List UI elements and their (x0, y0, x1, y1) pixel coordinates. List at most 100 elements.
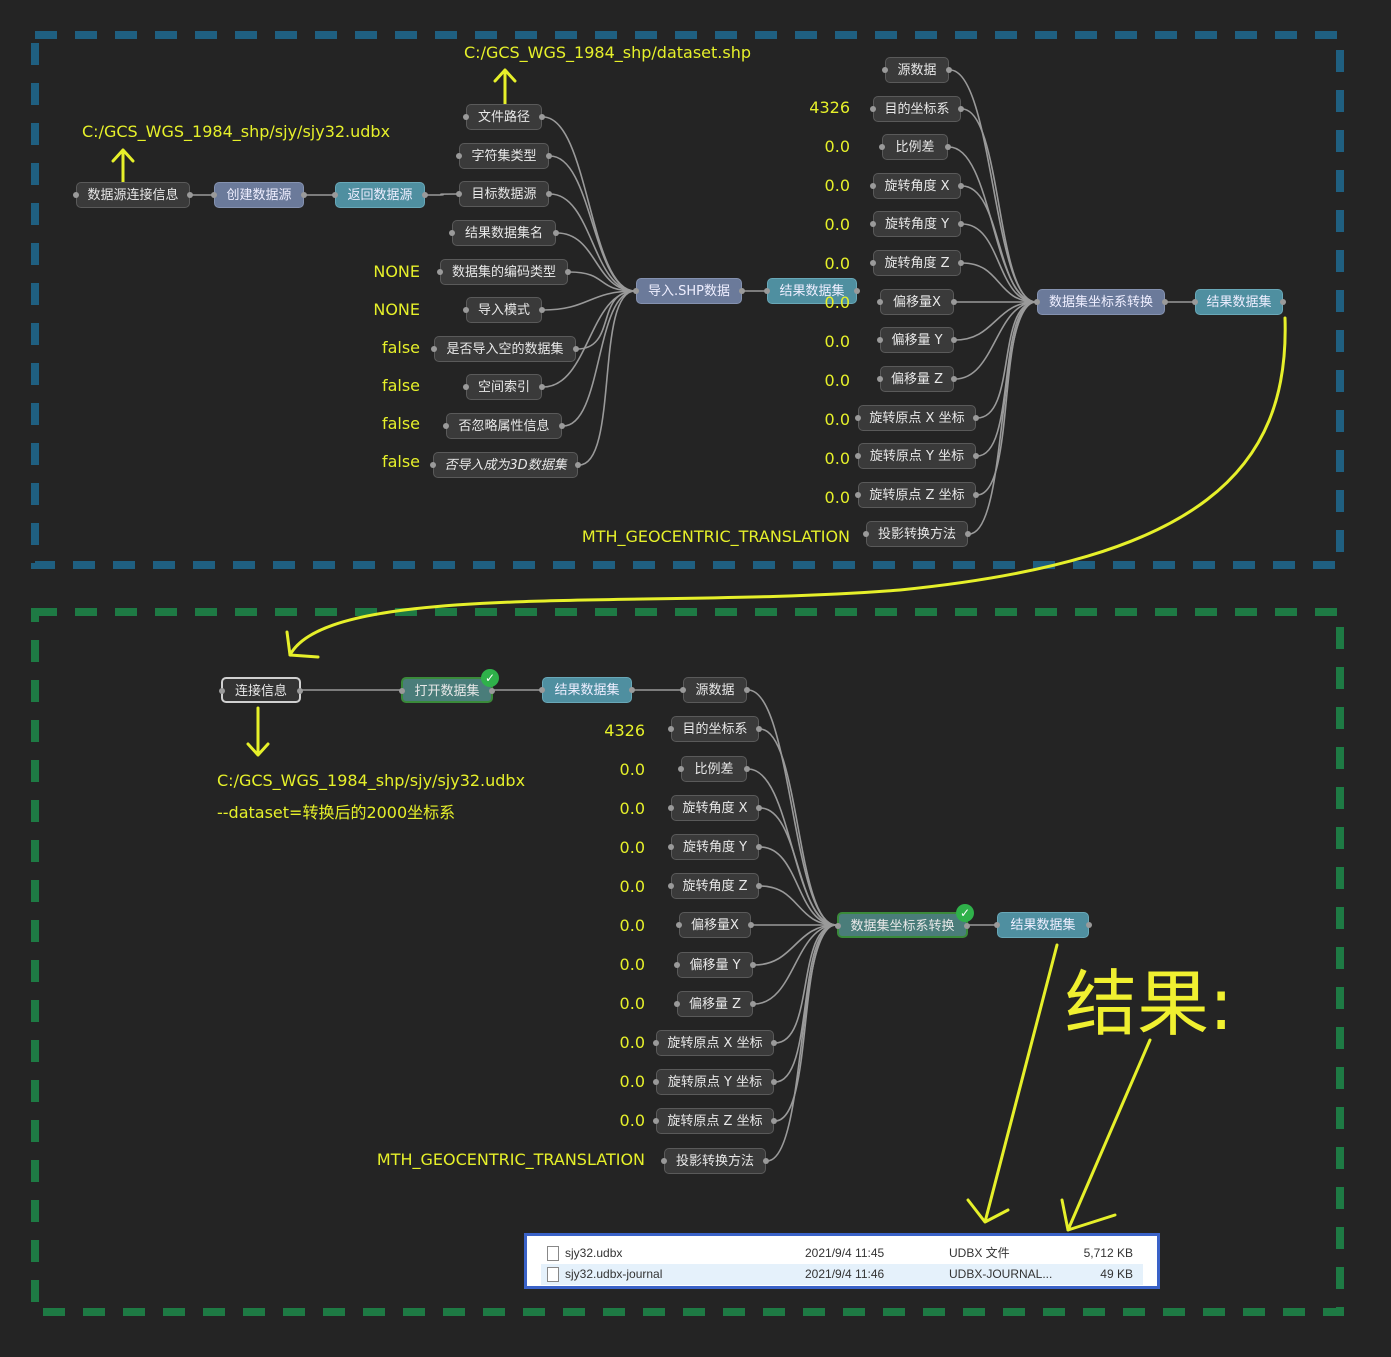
node-origin-y-2[interactable]: 旋转原点 Y 坐标 (653, 1069, 777, 1095)
file-icon (547, 1267, 559, 1282)
node-label: 旋转原点 X 坐标 (869, 411, 965, 426)
file-size: 5,712 KB (1083, 1246, 1133, 1260)
node-create-datasource[interactable]: 创建数据源 (211, 182, 307, 208)
node-offset-z[interactable]: 偏移量 Z (877, 366, 957, 392)
node-label: 旋转角度 Y (884, 217, 950, 232)
node-dataset-cs-convert[interactable]: 数据集坐标系转换 (1034, 289, 1168, 315)
node-origin-x[interactable]: 旋转原点 X 坐标 (855, 405, 979, 431)
node-encode-type[interactable]: 数据集的编码类型 (437, 259, 571, 285)
node-offset-y-2[interactable]: 偏移量 Y (674, 952, 756, 978)
value-origin-z-2: 0.0 (619, 1111, 645, 1130)
node-rotation-z-2[interactable]: 旋转角度 Z (668, 873, 762, 899)
result-label: 结果: (1065, 962, 1234, 1046)
node-label: 旋转原点 X 坐标 (667, 1036, 763, 1051)
node-offset-x-2[interactable]: 偏移量X (676, 912, 754, 938)
file-row[interactable]: sjy32.udbx-journal 2021/9/4 11:46 UDBX-J… (541, 1264, 1143, 1285)
node-import-3d[interactable]: 否导入成为3D数据集 (430, 452, 581, 478)
connection-wire (976, 301, 1037, 457)
node-rotation-x-2[interactable]: 旋转角度 X (668, 795, 762, 821)
bottom-frame (31, 608, 1344, 1316)
connection-wire (562, 290, 636, 427)
node-label: 旋转原点 Z 坐标 (869, 488, 965, 503)
node-rotation-y[interactable]: 旋转角度 Y (870, 211, 964, 237)
node-target-datasource[interactable]: 目标数据源 (456, 181, 552, 207)
file-size: 49 KB (1100, 1267, 1133, 1281)
node-label: 结果数据集 (779, 284, 845, 299)
value-offset-y-2: 0.0 (619, 955, 645, 974)
node-origin-x-2[interactable]: 旋转原点 X 坐标 (653, 1030, 777, 1056)
node-source-data-2[interactable]: 源数据 (680, 677, 750, 703)
value-origin-y: 0.0 (824, 449, 850, 468)
node-connection-info[interactable]: 连接信息 (219, 677, 303, 703)
connection-wire (753, 924, 837, 1005)
connection-wire (576, 290, 636, 350)
node-offset-y[interactable]: 偏移量 Y (877, 327, 957, 353)
node-import-empty[interactable]: 是否导入空的数据集 (431, 336, 579, 362)
node-label: 空间索引 (477, 380, 530, 395)
node-convert-result-2[interactable]: 结果数据集 (994, 912, 1092, 938)
node-label: 旋转角度 Z (682, 879, 748, 894)
arrow-up-datasource (111, 148, 135, 185)
value-offset-z: 0.0 (824, 371, 850, 390)
value-offset-z-2: 0.0 (619, 994, 645, 1013)
connection-wire (774, 924, 837, 1083)
value-rotation-z-2: 0.0 (619, 877, 645, 896)
node-dataset-cs-convert-2[interactable]: 数据集坐标系转换✓ (835, 904, 974, 938)
node-label: 结果数据集名 (464, 226, 543, 241)
node-rotation-z[interactable]: 旋转角度 Z (870, 250, 964, 276)
node-return-datasource[interactable]: 返回数据源 (332, 182, 428, 208)
node-open-result[interactable]: 结果数据集 (539, 677, 635, 703)
node-label: 旋转原点 Y 坐标 (869, 449, 965, 464)
node-offset-z-2[interactable]: 偏移量 Z (674, 991, 756, 1017)
node-file-path[interactable]: 文件路径 (463, 104, 545, 130)
node-source-data[interactable]: 源数据 (882, 57, 952, 83)
node-label: 旋转原点 Z 坐标 (667, 1114, 763, 1129)
node-result-dataset-name[interactable]: 结果数据集名 (449, 220, 559, 246)
node-import-mode[interactable]: 导入模式 (463, 297, 545, 323)
connection-wire (961, 223, 1037, 303)
node-label: 旋转角度 Y (682, 840, 748, 855)
node-scale[interactable]: 比例差 (879, 134, 951, 160)
node-projection-method[interactable]: 投影转换方法 (863, 521, 971, 547)
node-label: 数据集坐标系转换 (1048, 295, 1153, 310)
file-icon (547, 1246, 559, 1261)
node-charset[interactable]: 字符集类型 (456, 143, 552, 169)
node-scale-2[interactable]: 比例差 (678, 756, 750, 782)
node-origin-z-2[interactable]: 旋转原点 Z 坐标 (653, 1108, 777, 1134)
node-open-dataset[interactable]: 打开数据集✓ (399, 669, 499, 703)
node-import-shp[interactable]: 导入.SHP数据 (633, 278, 745, 304)
arrow-flow-down (285, 316, 1287, 659)
connection-wire (954, 301, 1037, 380)
node-conninfo[interactable]: 数据源连接信息 (73, 182, 193, 208)
node-ignore-attributes[interactable]: 否忽略属性信息 (443, 413, 565, 439)
value-origin-y-2: 0.0 (619, 1072, 645, 1091)
node-offset-x[interactable]: 偏移量X (877, 289, 957, 315)
node-target-cs-2[interactable]: 目的坐标系 (668, 716, 762, 742)
node-spatial-index[interactable]: 空间索引 (463, 374, 545, 400)
node-label: 偏移量 Z (688, 997, 742, 1012)
value-target-cs: 4326 (809, 98, 850, 117)
check-icon: ✓ (956, 904, 974, 922)
file-row[interactable]: sjy32.udbx 2021/9/4 11:45 UDBX 文件 5,712 … (541, 1243, 1143, 1264)
node-label: 导入.SHP数据 (648, 284, 730, 299)
node-target-cs[interactable]: 目的坐标系 (870, 96, 964, 122)
value-ignore-attributes: false (381, 414, 420, 433)
value-origin-x: 0.0 (824, 410, 850, 429)
node-origin-z[interactable]: 旋转原点 Z 坐标 (855, 482, 979, 508)
check-icon: ✓ (481, 669, 499, 687)
node-label: 源数据 (897, 63, 937, 78)
file-name: sjy32.udbx (565, 1246, 623, 1260)
node-label: 创建数据源 (226, 188, 292, 203)
node-projection-method-2[interactable]: 投影转换方法 (661, 1148, 769, 1174)
node-rotation-x[interactable]: 旋转角度 X (870, 173, 964, 199)
datasource-path-note: C:/GCS_WGS_1984_shp/sjy/sjy32.udbx (82, 122, 391, 141)
node-convert-result[interactable]: 结果数据集 (1192, 289, 1286, 315)
node-rotation-y-2[interactable]: 旋转角度 Y (668, 834, 762, 860)
value-spatial-index: false (381, 376, 420, 395)
node-origin-y[interactable]: 旋转原点 Y 坐标 (855, 443, 979, 469)
connection-wire (578, 290, 636, 466)
connection-wire (425, 193, 459, 196)
node-import-result[interactable]: 结果数据集 (764, 278, 860, 304)
file-name: sjy32.udbx-journal (565, 1267, 663, 1281)
